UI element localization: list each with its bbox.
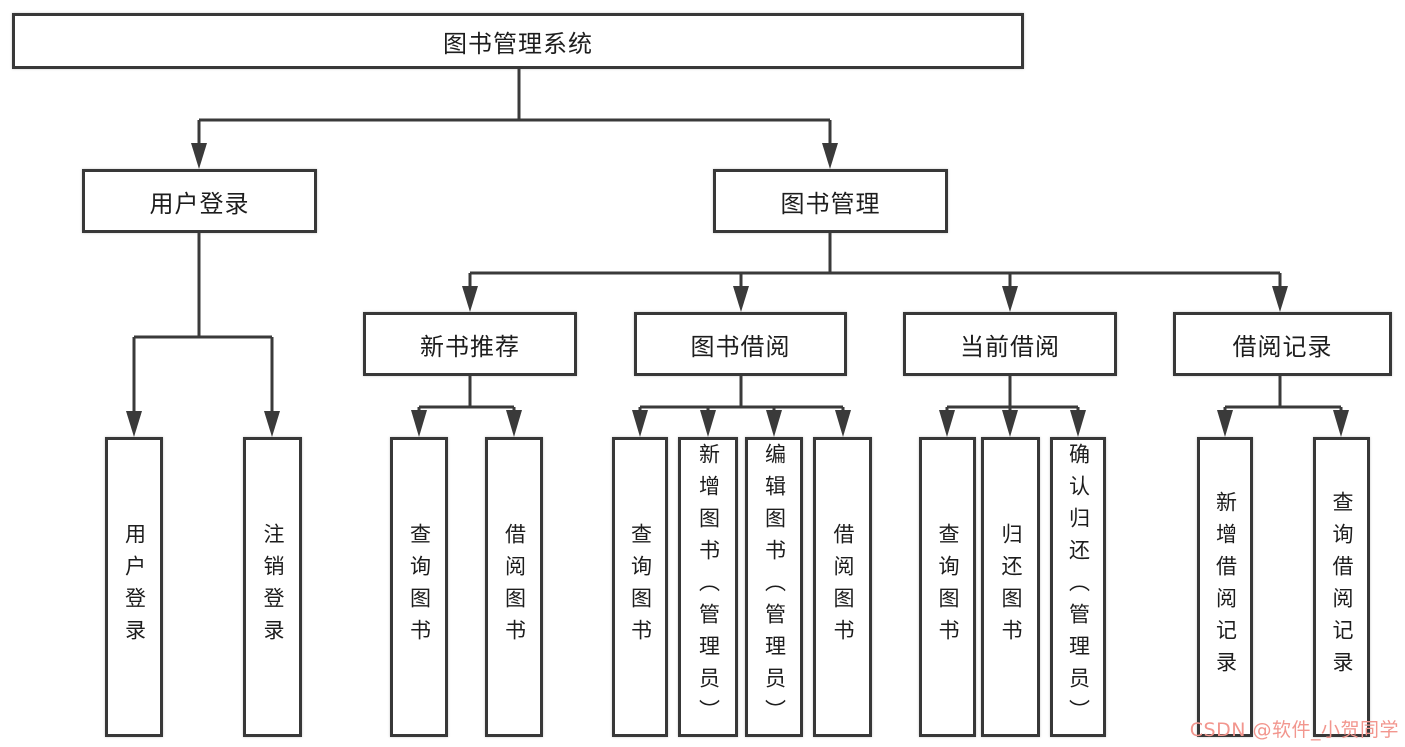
connector-current-borrowing-to-leaves bbox=[939, 376, 1086, 437]
node-current-borrowing: 当前借阅 bbox=[903, 312, 1117, 376]
node-borrowing-records: 借阅记录 bbox=[1173, 312, 1392, 376]
leaf-br-add-borrow-record: 新增借阅记录 bbox=[1197, 437, 1253, 737]
node-user-login: 用户登录 bbox=[82, 169, 317, 233]
leaf-nbr-borrow-books: 借阅图书 bbox=[485, 437, 543, 737]
leaf-user-login: 用户登录 bbox=[105, 437, 163, 737]
leaf-br-query-borrow-record: 查询借阅记录 bbox=[1313, 437, 1370, 737]
connector-book-borrowing-to-leaves bbox=[632, 376, 851, 437]
connector-new-book-recommend-to-leaves bbox=[411, 376, 522, 437]
leaf-bb-borrow-books: 借阅图书 bbox=[813, 437, 872, 737]
leaf-bb-query-books: 查询图书 bbox=[612, 437, 668, 737]
node-root: 图书管理系统 bbox=[12, 13, 1024, 69]
leaf-bb-edit-books-admin: 编辑图书（管理员） bbox=[745, 437, 803, 737]
node-new-book-recommend: 新书推荐 bbox=[363, 312, 577, 376]
leaf-logout-login: 注销登录 bbox=[243, 437, 302, 737]
node-book-management: 图书管理 bbox=[713, 169, 948, 233]
leaf-cb-query-books: 查询图书 bbox=[919, 437, 976, 737]
connector-root-to-level2 bbox=[191, 69, 838, 169]
leaf-cb-return-books: 归还图书 bbox=[981, 437, 1040, 737]
watermark: CSDN @软件_小贺同学 bbox=[1189, 719, 1399, 741]
leaf-bb-add-books-admin: 新增图书（管理员） bbox=[678, 437, 738, 737]
node-book-borrowing: 图书借阅 bbox=[634, 312, 847, 376]
connector-user-login-to-leaves bbox=[126, 233, 280, 437]
leaf-nbr-query-books: 查询图书 bbox=[390, 437, 448, 737]
connector-borrow-records-to-leaves bbox=[1217, 376, 1349, 437]
leaf-cb-confirm-return-admin: 确认归还（管理员） bbox=[1050, 437, 1106, 737]
connector-book-management-to-level3 bbox=[462, 233, 1288, 312]
